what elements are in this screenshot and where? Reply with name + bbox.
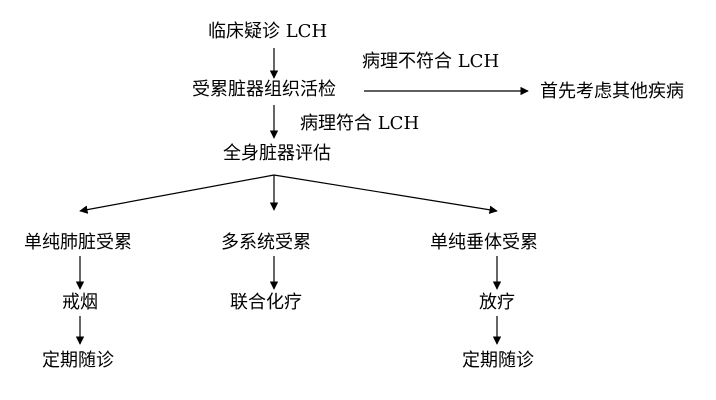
node-multisystem: 多系统受累	[221, 232, 311, 253]
node-tissue-biopsy: 受累脏器组织活检	[192, 79, 336, 100]
node-isolated-pituitary: 单纯垂体受累	[430, 232, 538, 253]
label-pathology-match: 病理符合 LCH	[300, 113, 420, 134]
node-radiotherapy: 放疗	[479, 292, 515, 313]
node-other-disease: 首先考虑其他疾病	[540, 81, 684, 102]
arrow-evaluation-to-lung	[79, 174, 275, 214]
node-combined-chemotherapy: 联合化疗	[230, 292, 302, 313]
node-systemic-evaluation: 全身脏器评估	[223, 143, 331, 164]
node-smoking-cessation: 戒烟	[62, 292, 98, 313]
node-isolated-lung: 单纯肺脏受累	[24, 232, 132, 253]
node-followup-right: 定期随诊	[462, 350, 534, 371]
arrow-evaluation-to-pituitary	[273, 174, 498, 214]
node-suspected-lch: 临床疑诊 LCH	[208, 21, 328, 42]
label-pathology-not-match: 病理不符合 LCH	[362, 51, 500, 72]
node-followup-left: 定期随诊	[42, 350, 114, 371]
